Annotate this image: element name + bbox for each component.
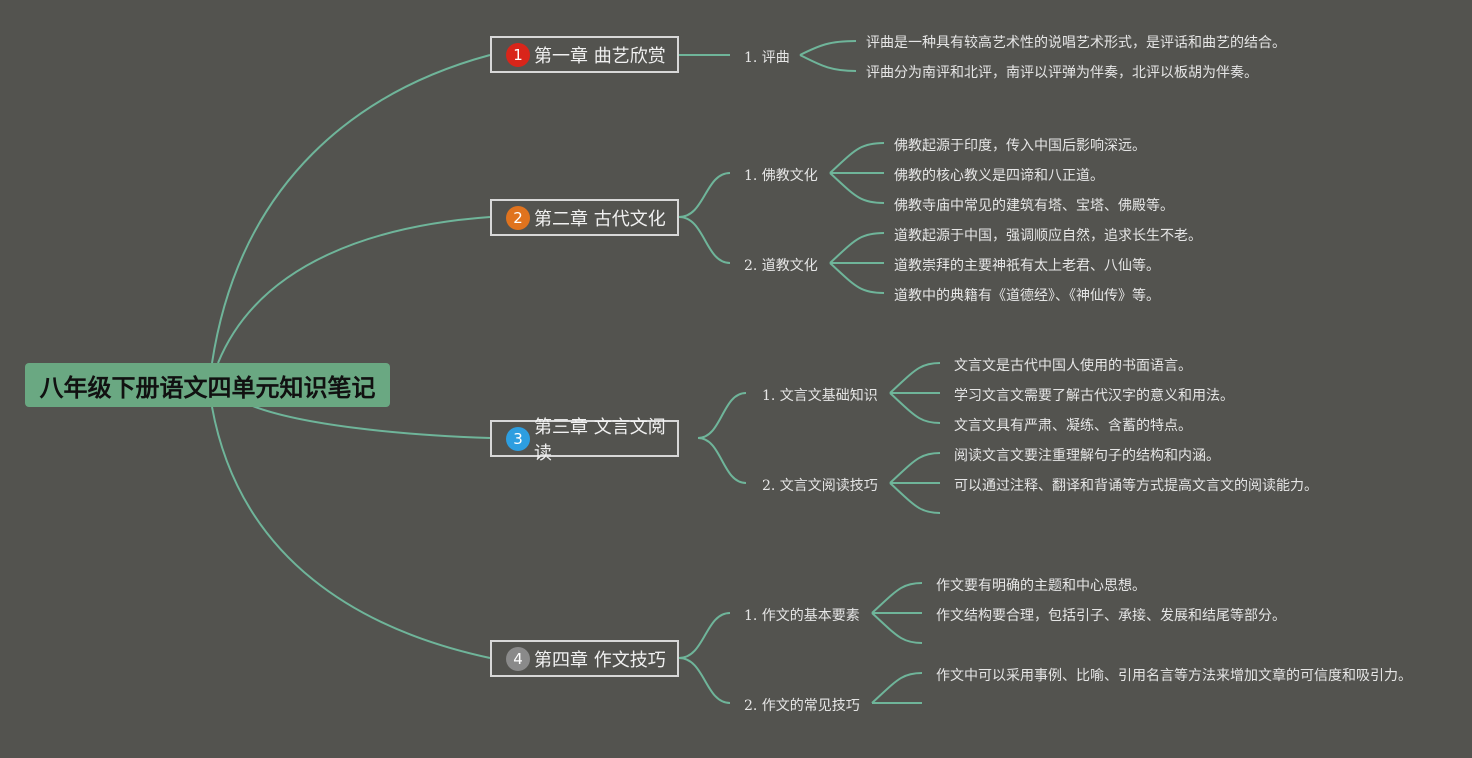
leaf-3-1-3[interactable]: 文言文具有严肃、凝练、含蓄的特点。 <box>954 418 1192 434</box>
chapter-1-number-badge: 1 <box>506 42 530 67</box>
leaf-3-2-2[interactable]: 可以通过注释、翻译和背诵等方式提高文言文的阅读能力。 <box>954 478 1318 494</box>
subtopic-3-1[interactable]: 1. 文言文基础知识 <box>762 388 878 404</box>
leaf-2-1-2[interactable]: 佛教的核心教义是四谛和八正道。 <box>894 168 1104 184</box>
link-ch2-sub2 <box>678 216 731 264</box>
link-sub2-2-leaf3 <box>829 262 885 294</box>
leaf-2-2-3[interactable]: 道教中的典籍有《道德经》、《神仙传》等。 <box>894 288 1160 304</box>
chapter-1-label: 第一章 曲艺欣赏 <box>534 45 666 67</box>
subtopic-2-1[interactable]: 1. 佛教文化 <box>744 168 818 184</box>
chapter-2-label: 第二章 古代文化 <box>534 208 666 230</box>
chapter-1-node[interactable]: 1 第一章 曲艺欣赏 <box>490 36 679 73</box>
leaf-3-1-1[interactable]: 文言文是古代中国人使用的书面语言。 <box>954 358 1192 374</box>
link-ch4-sub1 <box>678 612 731 659</box>
link-sub2-1-leaf1 <box>829 142 885 174</box>
link-root-ch2 <box>217 216 491 364</box>
subtopic-1-1[interactable]: 1. 评曲 <box>744 50 790 66</box>
chapter-3-node[interactable]: 3 第三章 文言文阅读 <box>490 417 679 464</box>
chapter-4-number-badge: 4 <box>506 646 530 671</box>
link-sub3-1-leaf3 <box>889 392 941 424</box>
link-sub3-2-leaf1 <box>889 452 941 484</box>
link-root-ch3 <box>249 404 491 439</box>
leaf-4-1-2[interactable]: 作文结构要合理，包括引子、承接、发展和结尾等部分。 <box>936 608 1286 624</box>
link-sub2-2-leaf1 <box>829 232 885 264</box>
chapter-3-number-badge: 3 <box>506 426 530 451</box>
leaf-2-1-3[interactable]: 佛教寺庙中常见的建筑有塔、宝塔、佛殿等。 <box>894 198 1174 214</box>
chapter-2-number-badge: 2 <box>506 205 530 230</box>
leaf-3-2-1[interactable]: 阅读文言文要注重理解句子的结构和内涵。 <box>954 448 1220 464</box>
link-root-ch1 <box>211 54 491 364</box>
link-ch3-sub1 <box>697 392 747 439</box>
leaf-1-1-2[interactable]: 评曲分为南评和北评，南评以评弹为伴奏，北评以板胡为伴奏。 <box>866 65 1258 81</box>
leaf-2-2-1[interactable]: 道教起源于中国，强调顺应自然，追求长生不老。 <box>894 228 1202 244</box>
link-sub4-2-leaf1 <box>871 672 923 704</box>
chapter-4-node[interactable]: 4 第四章 作文技巧 <box>490 640 679 677</box>
chapter-2-node[interactable]: 2 第二章 古代文化 <box>490 199 679 236</box>
leaf-2-2-2[interactable]: 道教崇拜的主要神祇有太上老君、八仙等。 <box>894 258 1160 274</box>
link-sub4-1-leaf3 <box>871 612 923 644</box>
subtopic-4-1[interactable]: 1. 作文的基本要素 <box>744 608 860 624</box>
link-ch2-sub1 <box>678 172 731 218</box>
chapter-4-label: 第四章 作文技巧 <box>534 649 666 671</box>
leaf-4-2-1[interactable]: 作文中可以采用事例、比喻、引用名言等方法来增加文章的可信度和吸引力。 <box>936 668 1412 684</box>
link-sub2-1-leaf3 <box>829 172 885 204</box>
link-root-ch4 <box>211 406 491 659</box>
link-ch4-sub2 <box>678 657 731 704</box>
subtopic-4-2[interactable]: 2. 作文的常见技巧 <box>744 698 860 714</box>
subtopic-3-2[interactable]: 2. 文言文阅读技巧 <box>762 478 878 494</box>
leaf-2-1-1[interactable]: 佛教起源于印度，传入中国后影响深远。 <box>894 138 1146 154</box>
link-sub1-1-leaf1 <box>799 40 857 56</box>
link-sub3-2-leaf3 <box>889 482 941 514</box>
leaf-1-1-1[interactable]: 评曲是一种具有较高艺术性的说唱艺术形式，是评话和曲艺的结合。 <box>866 35 1286 51</box>
link-sub1-1-leaf2 <box>799 54 857 72</box>
leaf-4-1-1[interactable]: 作文要有明确的主题和中心思想。 <box>936 578 1146 594</box>
link-sub3-1-leaf1 <box>889 362 941 394</box>
leaf-3-1-2[interactable]: 学习文言文需要了解古代汉字的意义和用法。 <box>954 388 1234 404</box>
subtopic-2-2[interactable]: 2. 道教文化 <box>744 258 818 274</box>
link-ch3-sub2 <box>697 437 747 484</box>
chapter-3-label: 第三章 文言文阅读 <box>534 416 666 464</box>
mindmap-root[interactable]: 八年级下册语文四单元知识笔记 <box>25 363 390 407</box>
link-sub4-1-leaf1 <box>871 582 923 614</box>
